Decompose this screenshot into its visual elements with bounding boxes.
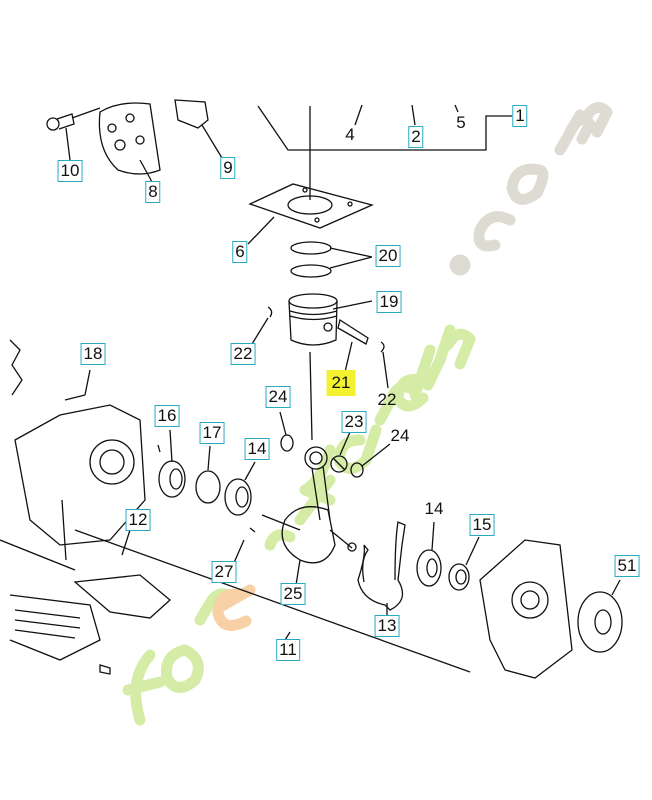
part-label-51[interactable]: 51 (614, 555, 640, 577)
watermark-orange-strokes (212, 584, 256, 631)
piston-pin-21 (337, 318, 369, 373)
seal-15 (448, 536, 480, 591)
crankcase-gasket-13 (357, 521, 406, 617)
part-label-4: 4 (345, 125, 355, 144)
fuel-tank (9, 574, 171, 675)
circlip-22-right (380, 341, 389, 389)
key-27 (232, 527, 256, 566)
part-label-8[interactable]: 8 (145, 181, 161, 203)
bearing-14-right (416, 521, 442, 587)
piston-rings-20 (290, 241, 373, 278)
part-label-17[interactable]: 17 (199, 422, 225, 444)
circlip-17 (195, 445, 221, 504)
part-label-10[interactable]: 10 (57, 160, 83, 182)
washer-24-right (350, 462, 364, 478)
crankshaft-25 (261, 506, 357, 586)
watermark-gray-strokes (449, 102, 613, 276)
part-label-21-highlighted[interactable]: 21 (326, 370, 356, 396)
part-label-13[interactable]: 13 (374, 615, 400, 637)
part-label-14-right: 14 (424, 499, 444, 518)
piston-19 (288, 293, 373, 346)
part-label-5: 5 (456, 113, 466, 132)
part-label-27[interactable]: 27 (211, 561, 237, 583)
gasket-9 (174, 99, 223, 159)
part-label-16[interactable]: 16 (154, 405, 180, 427)
part-label-22-right: 22 (377, 390, 397, 409)
part-label-11[interactable]: 11 (276, 639, 300, 661)
part-label-24-left[interactable]: 24 (265, 386, 291, 408)
leader-2-4-5 (354, 104, 459, 126)
leader-1 (257, 105, 512, 151)
watermark-green-strokes (122, 324, 476, 726)
drum-51 (577, 579, 623, 653)
crankcase-left-half (9, 339, 161, 561)
part-label-23[interactable]: 23 (341, 411, 367, 433)
part-label-12[interactable]: 12 (125, 509, 151, 531)
part-label-1[interactable]: 1 (512, 105, 528, 127)
circlip-22-left (251, 306, 273, 345)
cylinder-cover-8 (98, 102, 161, 183)
washer-24-left (280, 434, 294, 452)
needle-bearing-23 (330, 431, 351, 473)
crankcase-right-half (479, 539, 573, 679)
bearing-14-left (224, 461, 256, 516)
assembly-line (0, 529, 471, 673)
part-label-6[interactable]: 6 (232, 241, 248, 263)
screw-10 (46, 107, 101, 161)
part-label-18[interactable]: 18 (80, 343, 106, 365)
part-label-24-right: 24 (390, 426, 410, 445)
part-label-22-left[interactable]: 22 (230, 343, 256, 365)
part-label-9[interactable]: 9 (220, 157, 236, 179)
part-label-25[interactable]: 25 (280, 583, 306, 605)
part-label-15[interactable]: 15 (469, 514, 495, 536)
part-label-20[interactable]: 20 (375, 245, 401, 267)
bearing-16 (158, 429, 186, 498)
part-label-19[interactable]: 19 (376, 291, 402, 313)
part-label-2[interactable]: 2 (408, 126, 424, 148)
base-gasket-6 (247, 183, 374, 245)
part-label-14-left[interactable]: 14 (244, 438, 270, 460)
